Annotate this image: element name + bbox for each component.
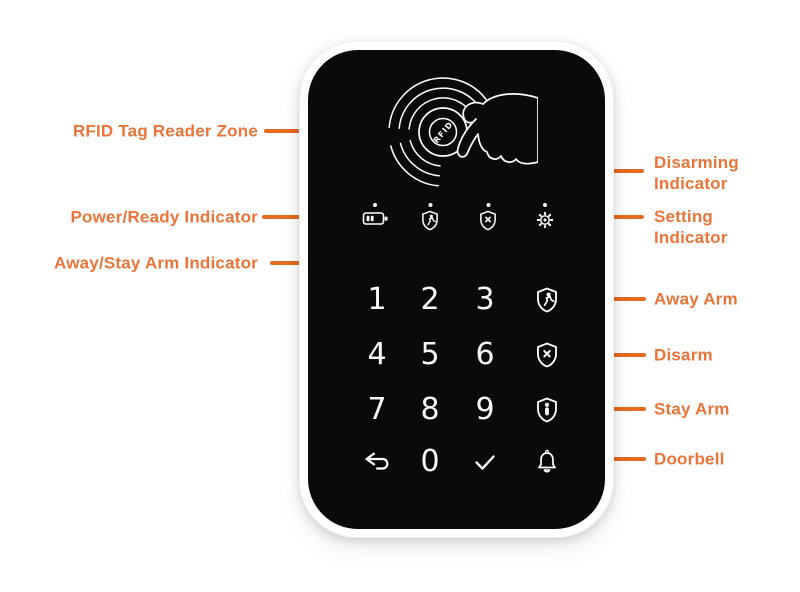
keypad-device: RFID — [299, 41, 614, 538]
check-icon — [475, 455, 495, 470]
key-stay-arm — [535, 397, 559, 423]
indicator-dot — [373, 203, 377, 207]
key-6: 6 — [475, 337, 495, 372]
label-stay-arm: Stay Arm — [654, 399, 730, 419]
key-away-arm — [535, 287, 559, 313]
key-doorbell — [534, 449, 560, 476]
keypad-face: RFID — [308, 50, 605, 529]
key-disarm — [535, 342, 559, 368]
key-4: 4 — [367, 337, 387, 372]
indicator-dot — [486, 203, 490, 207]
rfid-reader-zone-graphic: RFID — [388, 77, 538, 187]
indicator-setting — [535, 203, 555, 230]
indicator-disarming — [479, 203, 498, 231]
away-arm-shield-icon — [537, 287, 557, 313]
label-away-arm: Away Arm — [654, 289, 738, 309]
key-2: 2 — [420, 282, 440, 317]
key-3: 3 — [475, 282, 495, 317]
key-back — [363, 452, 392, 472]
indicator-dot — [428, 203, 432, 207]
key-5: 5 — [420, 337, 440, 372]
label-setting-indicator: Setting Indicator — [654, 207, 728, 247]
key-8: 8 — [420, 392, 440, 427]
label-disarming-indicator: Disarming Indicator — [654, 153, 739, 193]
label-rfid-zone: RFID Tag Reader Zone — [72, 121, 258, 141]
gear-icon — [536, 211, 554, 229]
rfid-waves-icon — [388, 77, 488, 187]
indicator-power-ready — [362, 203, 388, 226]
label-away-stay: Away/Stay Arm Indicator — [54, 253, 258, 273]
rfid-tag-label: RFID — [432, 120, 455, 145]
key-confirm — [473, 453, 497, 472]
key-9: 9 — [475, 392, 495, 427]
back-arrow-icon — [365, 452, 389, 470]
label-power-ready: Power/Ready Indicator — [70, 207, 258, 227]
disarm-shield-icon — [480, 210, 496, 231]
indicator-away-stay — [421, 203, 440, 231]
key-0: 0 — [420, 444, 440, 479]
label-doorbell: Doorbell — [654, 449, 725, 469]
label-disarm: Disarm — [654, 345, 713, 365]
key-1: 1 — [367, 282, 387, 317]
hand-icon — [456, 93, 538, 165]
key-7: 7 — [367, 392, 387, 427]
stay-arm-shield-icon — [537, 397, 557, 423]
battery-icon — [362, 212, 388, 225]
bell-icon — [538, 449, 556, 473]
disarm-shield-icon — [537, 342, 557, 368]
indicator-dot — [543, 203, 547, 207]
away-stay-shield-icon — [422, 210, 438, 231]
